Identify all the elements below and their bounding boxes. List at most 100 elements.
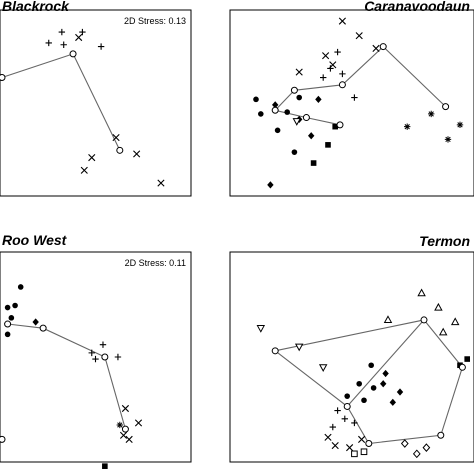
data-point-cross (355, 32, 363, 40)
data-point-triangle (438, 327, 448, 336)
plot-marks (0, 28, 165, 187)
data-point-cross (324, 433, 332, 441)
data-point-diamond (32, 318, 39, 326)
centroid-trajectory-line (7, 323, 126, 430)
data-point-cross (346, 444, 354, 452)
data-point-diamond (267, 181, 274, 189)
centroid-marker (271, 106, 279, 114)
data-point-plus (334, 48, 341, 56)
data-point-plus (327, 65, 334, 72)
data-point-cross (157, 179, 165, 187)
data-point-cross (125, 435, 133, 443)
centroid-marker (116, 146, 124, 154)
data-point-plus (97, 43, 105, 50)
data-point-plus (334, 407, 341, 414)
panel-title: Termon (419, 233, 470, 249)
centroid-marker (302, 114, 310, 122)
data-point-cross (338, 17, 346, 25)
data-point-dot (8, 315, 15, 321)
data-point-cross (358, 435, 366, 443)
centroid-marker (379, 43, 387, 51)
data-point-diamond (380, 380, 387, 388)
data-point-dot (12, 302, 18, 309)
data-point-cross (119, 431, 128, 439)
centroid-marker (101, 353, 109, 361)
data-point-square (310, 160, 317, 166)
data-point-diamond-open (412, 449, 421, 459)
panel-termon: Termon (229, 233, 474, 463)
data-point-dot (274, 127, 281, 134)
plot-frame (229, 9, 474, 197)
centroid-marker (442, 103, 450, 111)
data-point-cross (295, 68, 303, 76)
data-point-square (464, 356, 470, 362)
centroid-marker (39, 324, 47, 332)
data-point-triangle (450, 317, 460, 326)
data-point-plus (341, 415, 348, 422)
centroid-marker (420, 316, 428, 324)
data-point-plus (45, 39, 52, 47)
data-point-star (116, 421, 124, 429)
data-point-plus (92, 355, 99, 363)
data-point-diamond-open (422, 443, 431, 452)
data-point-dot (17, 284, 24, 290)
data-point-cross (133, 150, 141, 158)
data-point-plus (320, 74, 327, 81)
data-point-dot (253, 96, 259, 103)
data-point-plus (58, 28, 66, 36)
data-point-plus (114, 353, 122, 361)
data-point-square-open (360, 448, 368, 456)
data-point-cross (112, 133, 120, 142)
data-point-dot (356, 380, 363, 387)
panel-title: Caranavoodaun (364, 0, 470, 14)
data-point-plus (351, 94, 358, 101)
data-point-plus (60, 41, 67, 48)
stress-label: 2D Stress: 0.11 (125, 258, 186, 268)
data-point-diamond (389, 398, 396, 406)
plot-frame (0, 251, 192, 463)
centroid-marker (0, 74, 6, 82)
data-point-cross (75, 33, 83, 42)
data-point-diamond-open (400, 439, 409, 448)
data-point-triangle (417, 288, 426, 297)
plot-marks (0, 284, 143, 469)
data-point-triangle-down (294, 343, 304, 352)
data-point-diamond (396, 388, 404, 396)
centroid-trajectory-line (274, 45, 446, 111)
data-point-dot (344, 393, 351, 399)
data-point-dot (4, 304, 11, 311)
data-point-dot (296, 94, 303, 101)
centroid-marker (458, 363, 466, 371)
data-point-dot (370, 385, 377, 391)
panel-blackrock: Blackrock 2D Stress: 0.13 (0, 0, 192, 197)
centroid-marker (0, 435, 6, 443)
data-point-cross (322, 52, 330, 60)
data-point-cross (121, 404, 130, 413)
centroid-marker (271, 347, 279, 355)
data-point-triangle-down (318, 364, 328, 372)
panel-title: Roo West (2, 232, 68, 248)
centroid-marker (4, 320, 12, 328)
data-point-cross (134, 419, 143, 427)
data-point-plus (88, 349, 95, 357)
data-point-star (456, 121, 464, 129)
data-point-plus (339, 70, 346, 78)
centroid-marker (290, 86, 298, 94)
data-point-square (325, 142, 331, 148)
data-point-triangle (383, 315, 393, 324)
data-point-dot (361, 397, 367, 404)
data-point-diamond (382, 369, 389, 378)
data-point-plus (99, 341, 107, 348)
data-point-dot (4, 331, 11, 338)
data-point-square-open (351, 450, 358, 458)
data-point-triangle-down (292, 118, 302, 126)
data-point-star (428, 110, 435, 118)
centroid-trajectory-line (346, 319, 425, 407)
data-point-star (444, 136, 452, 143)
data-point-dot (368, 362, 375, 369)
plot-frame (0, 9, 192, 197)
data-point-plus (351, 419, 358, 427)
data-point-cross (331, 441, 339, 450)
centroid-marker (336, 121, 344, 129)
